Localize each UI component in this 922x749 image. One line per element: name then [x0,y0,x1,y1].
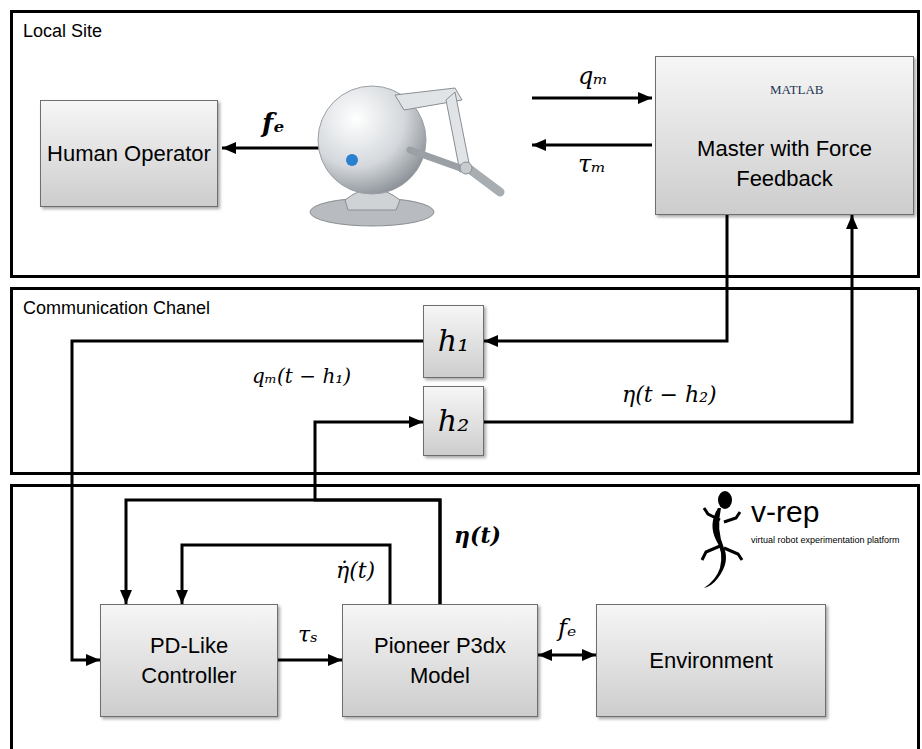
site-band: Local SiteHuman Operator Master with Forc… [10,10,920,278]
band-title: Local Site [23,21,102,42]
box-content: h₁ [424,306,483,377]
signal-arrow [532,97,652,100]
signal-label: qₘ [578,62,608,90]
signal-connector [278,659,342,662]
delay-box: h₂ [423,386,484,456]
edge-label: η(t − h₂) [620,382,719,407]
edge-label: τₛ [296,622,320,647]
channel-band: Communication Chanel h₁ h₂ [10,287,920,475]
box-content: Human Operator [41,101,217,206]
delay-box: h₁ [423,305,484,378]
process-box: Master with Force Feedback [655,56,914,215]
signal-connector [484,215,727,341]
signal-label: τₘ [578,150,606,178]
band-subtitle: virtual robot experimentation platform [751,535,900,545]
box-content: Pioneer P3dx Model [343,605,537,716]
process-box: Environment [596,604,826,717]
edge-label: fₑ [556,614,578,642]
haptic-device [310,86,500,226]
force-label: fₑ [262,108,285,138]
vrep-logo [702,491,742,588]
process-box: PD-Like Controller [100,604,278,717]
signal-connector [484,215,852,422]
box-text: h₂ [438,401,469,442]
process-box: Pioneer P3dx Model [342,604,538,717]
box-content: h₂ [424,387,483,455]
signal-connector [538,654,596,657]
box-text: Pioneer P3dx Model [349,631,531,690]
edge-label: qₘ(t − h₁) [250,364,353,388]
box-content: Environment [597,605,825,716]
signal-connector [315,422,440,604]
box-content: Master with Force Feedback [656,57,913,214]
box-text: PD-Like Controller [107,631,271,690]
signal-connector [126,500,440,604]
box-content: PD-Like Controller [101,605,277,716]
box-text: Master with Force Feedback [662,134,907,193]
band-title: Communication Chanel [23,298,210,319]
signal-connector [182,545,390,604]
box-text: h₁ [438,321,469,362]
band-title: v-rep [751,495,819,529]
signal-arrow [532,144,652,147]
edge-label: η(t) [452,522,503,548]
box-text: Environment [649,646,773,676]
logo-text: MATLAB [770,82,823,98]
edge-label: η̇(t) [334,558,377,583]
box-text: Human Operator [47,139,211,169]
process-box: Human Operator [40,100,218,207]
